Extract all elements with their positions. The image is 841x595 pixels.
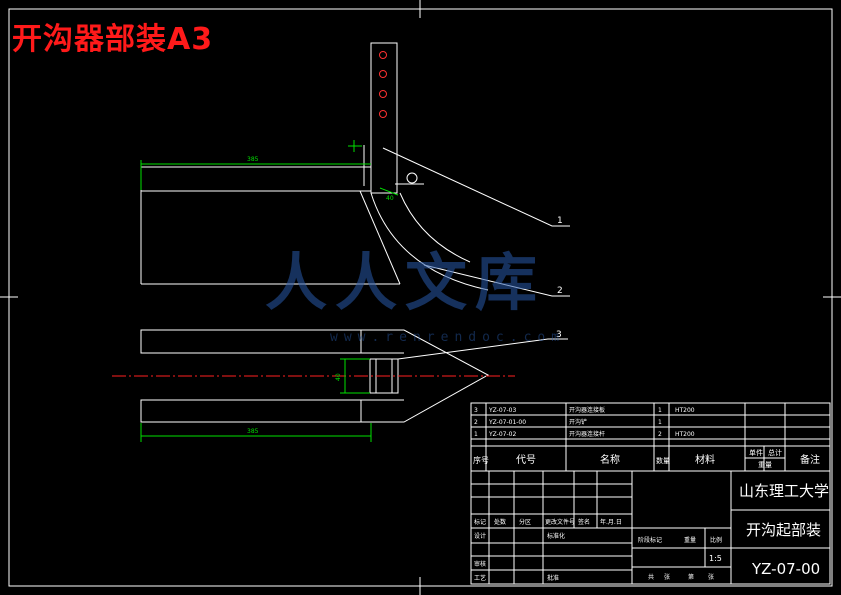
bom-header: 序号 代号 名称 数量 材料 单件 总计 重量 备注	[473, 448, 820, 469]
bom-header-material: 材料	[695, 453, 715, 466]
rev-col: 签名	[578, 518, 590, 526]
watermark-url: www.renrendoc.com	[330, 330, 566, 345]
leader-label-1: 1	[557, 216, 563, 226]
row-label: 设计	[474, 532, 486, 540]
bom-no: 1	[474, 431, 478, 438]
rev-col: 年.月.日	[600, 518, 622, 526]
bom-code: YZ-07-01-00	[488, 419, 526, 426]
row-label: 标准化	[547, 532, 565, 540]
dim-top-length: 385	[247, 156, 259, 163]
rev-col: 处数	[494, 518, 506, 526]
leader-lines	[382, 147, 570, 360]
row-label: 审核	[474, 560, 486, 568]
bom-header-total: 总计	[768, 448, 782, 457]
stage-label: 比例	[710, 536, 722, 544]
bom-name: 开沟铲	[569, 418, 587, 426]
stage-label: 重量	[684, 536, 696, 544]
bom-header-no: 序号	[473, 455, 489, 465]
bom-code: YZ-07-02	[488, 431, 516, 438]
university-name: 山东理工大学	[739, 482, 829, 500]
watermark-text: 人人文库	[265, 246, 546, 319]
rev-col: 更改文件号	[545, 518, 575, 526]
bom-name: 开沟器连接杆	[569, 430, 605, 438]
row-label: 批准	[547, 574, 559, 582]
bom-qty: 1	[658, 407, 662, 414]
bom-material: HT200	[675, 407, 695, 414]
dim-small: 40	[386, 195, 394, 202]
top-view	[140, 329, 490, 423]
bom-header-note: 备注	[800, 453, 820, 466]
dim-height: 40	[335, 373, 342, 381]
bom-qty: 2	[658, 431, 662, 438]
bom-qty: 1	[658, 419, 662, 426]
drawing-name: 开沟起部装	[746, 521, 821, 539]
rev-col: 分区	[519, 518, 531, 526]
sheet-label: 共	[648, 573, 654, 581]
bom-header-unit: 单件	[749, 448, 763, 457]
dim-bottom-length: 385	[247, 428, 259, 435]
title-block	[470, 470, 831, 585]
bom-header-weight: 重量	[758, 461, 772, 469]
scale-value: 1:5	[709, 554, 722, 563]
sheet-label: 张	[708, 573, 714, 581]
drawing-number: YZ-07-00	[751, 560, 820, 578]
bom-no: 2	[474, 419, 478, 426]
bom-material: HT200	[675, 431, 695, 438]
rev-col: 标记	[474, 518, 486, 526]
revision-header: 标记 处数 分区 更改文件号 签名 年.月.日 设计 标准化 审核 工艺 批准 …	[474, 518, 722, 582]
bom-name: 开沟器连接板	[569, 406, 605, 414]
bom-no: 3	[474, 407, 478, 414]
leader-label-3: 3	[556, 330, 562, 340]
bom-header-code: 代号	[516, 454, 536, 466]
stage-label: 阶段标记	[638, 536, 662, 544]
dimension-lines	[140, 140, 399, 442]
leader-label-2: 2	[557, 286, 563, 296]
bom-header-name: 名称	[600, 453, 620, 466]
bracket-plate	[363, 42, 398, 194]
bom-header-qty: 数量	[656, 456, 670, 465]
sheet-title: 开沟器部装A3	[12, 22, 214, 57]
bom-rows: 3 YZ-07-03 开沟器连接板 1 HT200 2 YZ-07-01-00 …	[474, 406, 695, 438]
sheet-label: 第	[688, 573, 694, 581]
bom-code: YZ-07-03	[488, 407, 516, 414]
row-label: 工艺	[474, 574, 486, 582]
sheet-label: 张	[664, 573, 670, 581]
